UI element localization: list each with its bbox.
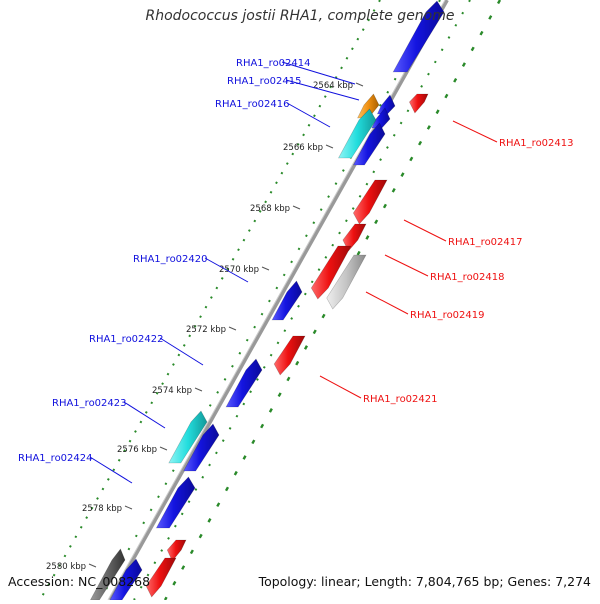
backbone-line bbox=[108, 0, 449, 601]
gene-feature-cyan-upper bbox=[338, 108, 377, 159]
gene-label-left: RHA1_ro02422 bbox=[89, 334, 164, 345]
gene-label-left: RHA1_ro02420 bbox=[133, 254, 208, 265]
gene-label-leader-left bbox=[89, 456, 133, 484]
gene-label-left: RHA1_ro02416 bbox=[215, 99, 290, 110]
gene-label-leader-left bbox=[281, 61, 356, 85]
gene-label-left: RHA1_ro02415 bbox=[227, 76, 302, 87]
gene-feature-ro02416 bbox=[352, 122, 386, 166]
kbp-tick-label: 2572 kbp bbox=[186, 325, 226, 335]
gene-feature-ro02421 bbox=[273, 335, 306, 376]
gene-label-right: RHA1_ro02419 bbox=[410, 310, 485, 321]
gene-feature-bottom-reverse bbox=[166, 539, 187, 562]
kbp-tick-mark bbox=[228, 326, 237, 331]
gene-label-left: RHA1_ro02424 bbox=[18, 453, 93, 464]
gene-feature-ro02417 bbox=[352, 179, 388, 225]
accession-label: Accession: NC_008268 bbox=[8, 574, 151, 589]
backbone-highlight bbox=[107, 0, 446, 601]
gene-feature-bottom-reverse-2 bbox=[145, 557, 177, 598]
gene-label-leader-left bbox=[159, 337, 204, 366]
gene-feature-ro02418 bbox=[310, 245, 352, 300]
kbp-tick-mark bbox=[159, 446, 168, 451]
kbp-tick-label: 2568 kbp bbox=[250, 204, 290, 214]
gene-label-leader-left bbox=[204, 257, 249, 283]
gene-feature-top-forward bbox=[392, 0, 445, 73]
kbp-tick-label: 2574 kbp bbox=[152, 386, 192, 396]
kbp-tick-label: 2566 kbp bbox=[283, 143, 323, 153]
kbp-tick-mark bbox=[292, 205, 301, 210]
gene-label-leader-right bbox=[452, 120, 498, 143]
gene-label-leader-left bbox=[123, 401, 166, 429]
kbp-tick-label: 2576 kbp bbox=[117, 445, 157, 455]
gene-label-right: RHA1_ro02417 bbox=[448, 237, 523, 248]
gene-label-leader-right bbox=[384, 254, 429, 277]
gene-feature-ro02423 bbox=[183, 423, 220, 472]
gene-feature-ro02424 bbox=[155, 476, 196, 529]
gene-label-left: RHA1_ro02423 bbox=[52, 398, 127, 409]
kbp-tick-mark bbox=[194, 387, 203, 392]
gene-feature-cyan-lower bbox=[168, 410, 208, 464]
kbp-tick-label: 2578 kbp bbox=[82, 504, 122, 514]
gene-label-leader-right bbox=[403, 219, 447, 242]
map-title: Rhodococcus jostii RHA1, complete genome bbox=[145, 8, 455, 24]
gene-label-leader-right bbox=[365, 291, 409, 315]
gene-feature-ro02422 bbox=[225, 358, 263, 408]
inner-track-dots bbox=[133, 0, 471, 601]
gene-feature-ro02413 bbox=[409, 93, 429, 114]
gene-label-leader-right bbox=[319, 375, 362, 399]
gene-feature-ro02419 bbox=[326, 254, 367, 310]
gene-label-leader-left bbox=[286, 102, 331, 128]
kbp-tick-label: 2570 kbp bbox=[219, 265, 259, 275]
right-inner-track-dots bbox=[99, 0, 441, 601]
kbp-tick-mark bbox=[124, 505, 133, 510]
kbp-tick-mark bbox=[88, 563, 97, 568]
gene-label-right: RHA1_ro02421 bbox=[363, 394, 438, 405]
gene-labels: RHA1_ro02414RHA1_ro02415RHA1_ro02416RHA1… bbox=[18, 58, 574, 484]
gene-label-left: RHA1_ro02414 bbox=[236, 58, 311, 69]
kbp-tick-label: 2580 kbp bbox=[46, 562, 86, 572]
gene-feature-ro02417b bbox=[342, 223, 367, 252]
gene-feature-ro02420 bbox=[271, 280, 303, 321]
kbp-tick-mark bbox=[325, 144, 334, 149]
gene-features bbox=[89, 0, 445, 601]
kbp-tick-mark bbox=[355, 82, 364, 87]
kbp-ticks: 2564 kbp 2566 kbp 2568 kbp 2570 kbp 2572 kbp… bbox=[46, 81, 364, 572]
gene-label-right: RHA1_ro02418 bbox=[430, 272, 505, 283]
kbp-tick-mark bbox=[261, 266, 270, 271]
gene-label-leader-left bbox=[285, 79, 360, 101]
genome-summary: Topology: linear; Length: 7,804,765 bp; … bbox=[258, 574, 591, 589]
kbp-tick-label: 2564 kbp bbox=[313, 81, 353, 91]
gene-label-right: RHA1_ro02413 bbox=[499, 138, 574, 149]
